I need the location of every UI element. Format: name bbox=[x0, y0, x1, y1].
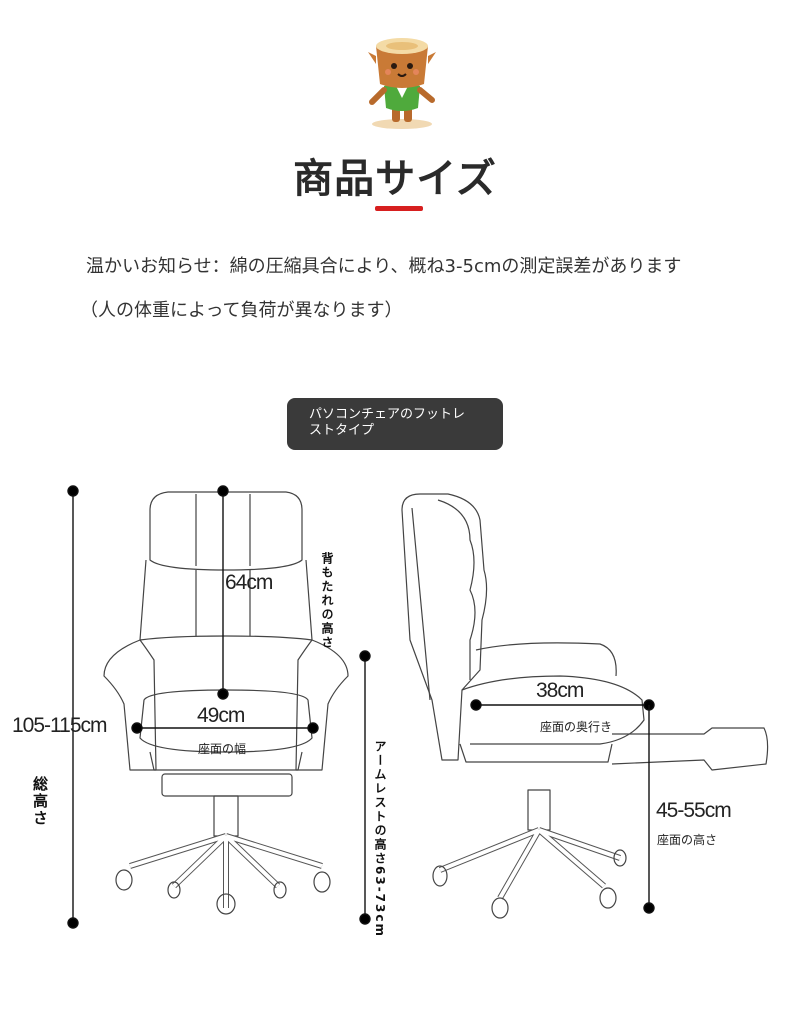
total-height-top-marker bbox=[67, 485, 79, 497]
armrest-bottom-marker bbox=[359, 913, 371, 925]
seat-depth-left-marker bbox=[470, 699, 482, 711]
backrest-height-label: 背もたれの高さ bbox=[320, 552, 334, 650]
armrest-top-marker bbox=[359, 650, 371, 662]
seat-height-value: 45-55cm bbox=[656, 799, 732, 822]
seat-width-label: 座面の幅 bbox=[198, 742, 247, 756]
side-chair-drawing bbox=[401, 493, 769, 919]
seat-height-bottom-marker bbox=[643, 902, 655, 914]
backrest-bottom-marker bbox=[217, 688, 229, 700]
dimension-lines bbox=[67, 485, 655, 929]
backrest-height-value: 64cm bbox=[225, 571, 273, 594]
badge-line-1: パソコンチェアのフットレ bbox=[309, 407, 466, 422]
front-chair-drawing bbox=[103, 491, 349, 915]
title-underline bbox=[375, 206, 423, 211]
armrest-height-label: アームレストの高さ63-73cm bbox=[373, 740, 387, 938]
seat-width-right-marker bbox=[307, 722, 319, 734]
notice-text: 温かいお知らせ：綿の圧縮具合により、概ね3-5cmの測定誤差があります bbox=[86, 256, 682, 277]
notice-subtext: （人の体重によって負荷が異なります） bbox=[80, 300, 403, 321]
tree-stump-mascot-icon bbox=[368, 38, 436, 129]
seat-depth-label: 座面の奥行き bbox=[540, 720, 613, 734]
total-height-bottom-marker bbox=[67, 917, 79, 929]
backrest-top-marker bbox=[217, 485, 229, 497]
total-height-value: 105-115cm bbox=[12, 714, 108, 737]
badge-line-2: ストタイプ bbox=[309, 423, 375, 438]
seat-width-left-marker bbox=[131, 722, 143, 734]
seat-depth-value: 38cm bbox=[536, 679, 584, 702]
seat-height-label: 座面の高さ bbox=[657, 833, 718, 847]
page-title: 商品サイズ bbox=[293, 156, 497, 202]
product-type-badge: パソコンチェアのフットレ ストタイプ bbox=[287, 398, 503, 450]
seat-width-value: 49cm bbox=[197, 704, 245, 727]
total-height-label: 総高さ bbox=[31, 776, 49, 827]
